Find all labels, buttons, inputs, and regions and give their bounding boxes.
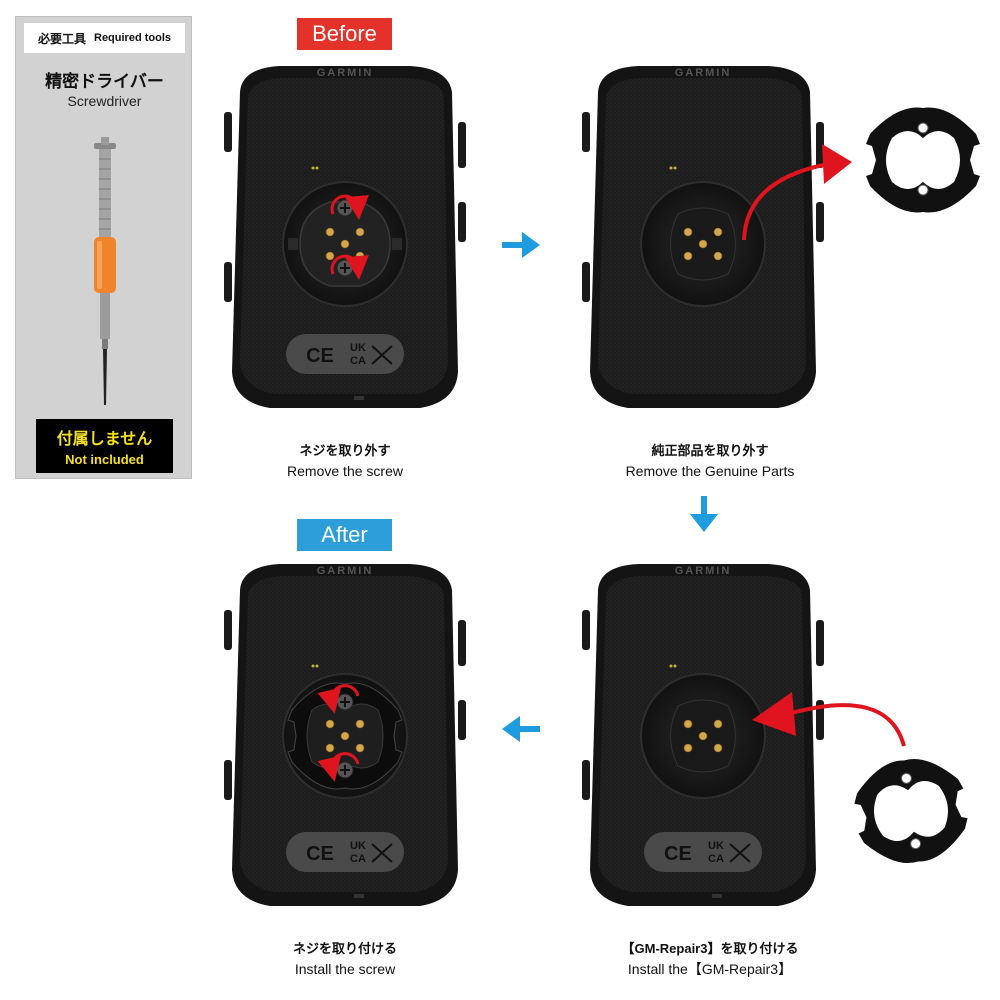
ce-mark: CE [664,843,692,865]
caption-ja: 【GM-Repair3】を取り付ける [621,941,799,956]
brand-text: GARMIN [317,67,374,79]
required-tools-panel: 必要工具 Required tools 精密ドライバー Screwdriver … [15,16,192,479]
not-included-badge: 付属しません Not included [36,419,173,473]
tools-header-en: Required tools [94,32,172,44]
install-part-arrow-icon [752,692,906,747]
caption-remove-screw: ネジを取り外す Remove the screw [220,440,470,482]
after-label: After [297,519,392,551]
screwdriver-name-en: Screwdriver [67,93,142,109]
tools-header: 必要工具 Required tools [24,23,185,53]
brand-text: GARMIN [317,565,374,577]
caption-ja: 純正部品を取り外す [651,443,769,458]
arrow-right-icon [502,232,540,258]
screwdriver-name-ja: 精密ドライバー [45,72,164,91]
arrow-left-icon [502,716,540,742]
ce-mark: CE [306,843,334,865]
brand-text: GARMIN [675,565,732,577]
gm-repair3-part-icon [854,758,968,864]
not-included-en: Not included [65,452,144,467]
ukca-mark-bottom: CA [350,355,366,367]
caption-en: Install the screw [294,961,396,977]
caption-ja: ネジを取り付ける [292,941,397,956]
tools-header-ja: 必要工具 [37,31,86,46]
device-step-remove-screw: GARMIN CE UK CA [224,66,466,408]
device-step-remove-genuine-parts: GARMIN [582,66,824,408]
ukca-mark-bottom: CA [708,853,724,865]
caption-remove-genuine-parts: 純正部品を取り外す Remove the Genuine Parts [560,440,860,482]
device-step-install-screw: GARMIN CE UK CA [224,564,466,906]
screwdriver-icon [94,137,116,405]
remove-part-arrow-icon [742,144,852,241]
ukca-mark-top: UK [350,840,366,852]
before-label: Before [297,18,392,50]
genuine-part-icon [866,107,980,213]
ce-mark: CE [306,345,334,367]
ukca-mark-bottom: CA [350,853,366,865]
arrow-down-icon [690,496,718,532]
brand-text: GARMIN [675,67,732,79]
caption-en: Install the【GM-Repair3】 [627,961,793,977]
caption-en: Remove the Genuine Parts [625,463,795,479]
caption-en: Remove the screw [287,463,403,479]
caption-install-screw: ネジを取り付ける Install the screw [220,938,470,980]
caption-ja: ネジを取り外す [299,443,391,458]
device-step-install-gm-repair3: GARMIN CE UK CA [582,564,824,906]
ukca-mark-top: UK [350,342,366,354]
caption-install-gm-repair3: 【GM-Repair3】を取り付ける Install the【GM-Repair… [560,938,860,980]
not-included-ja: 付属しません [56,431,153,448]
ukca-mark-top: UK [708,840,724,852]
